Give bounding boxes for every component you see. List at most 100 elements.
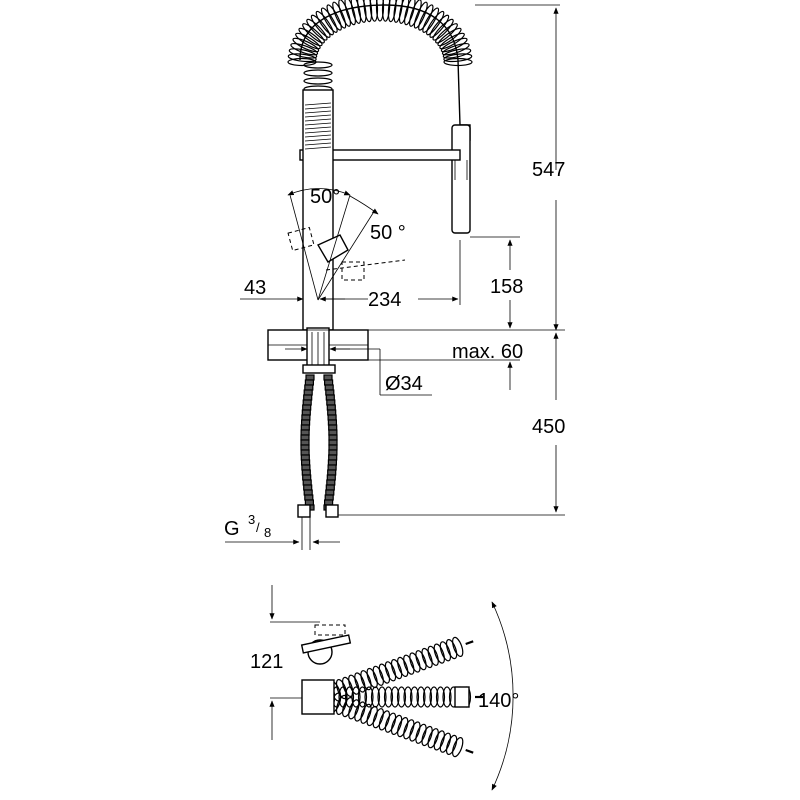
lever-ghost-right — [341, 261, 365, 281]
supply-hoses — [300, 374, 338, 511]
spring-ring — [360, 703, 372, 724]
spring-outline — [299, 4, 471, 141]
coil-ring — [413, 1, 428, 29]
spring-ring — [372, 708, 384, 729]
grip-line — [304, 118, 332, 122]
spring-ring — [421, 647, 433, 669]
grip-line — [304, 126, 332, 130]
hose-segment — [327, 459, 337, 466]
coil-ring — [381, 0, 391, 22]
coil-ring — [426, 10, 445, 36]
coil-ring — [363, 0, 373, 23]
hose-segment — [326, 404, 336, 411]
dim-total-height: 547 — [532, 159, 565, 181]
coil-ring — [429, 14, 450, 38]
spring-ring — [421, 725, 433, 747]
hose-segment — [301, 469, 311, 476]
spring-ring — [384, 661, 397, 682]
spring-ring — [403, 686, 413, 708]
hose-segment — [327, 419, 337, 426]
coil-ring — [306, 18, 328, 41]
thread-denominator: 8 — [264, 525, 271, 540]
angle-lever-right: 50 ° — [370, 222, 406, 244]
hose-segment — [323, 374, 333, 381]
spring-ring — [366, 705, 378, 727]
coil-ring — [310, 14, 331, 38]
coil-ring — [288, 48, 318, 59]
hose-segment — [325, 489, 335, 496]
coil-ring — [432, 18, 454, 41]
spring-ring — [348, 674, 360, 695]
spring-ring — [335, 679, 348, 700]
hose-segment — [325, 389, 335, 396]
hose-segment — [300, 439, 310, 446]
spring-ring — [364, 686, 374, 708]
hose-segment — [300, 444, 310, 451]
hose-segment — [301, 459, 311, 466]
spray-head-end — [465, 640, 474, 646]
spring-ring — [348, 699, 360, 720]
spray-arm — [299, 149, 461, 161]
hose-segment — [326, 479, 336, 486]
coil-ring — [375, 0, 385, 22]
top-view: 121 140° — [250, 585, 519, 791]
coil-ring — [338, 0, 351, 27]
hose-segment — [301, 414, 311, 421]
coil-ring — [290, 43, 319, 56]
hose-segment — [300, 449, 310, 456]
dim-hole-diameter: Ø34 — [385, 373, 423, 395]
coil-ring — [369, 0, 379, 22]
spring-ring — [397, 717, 409, 738]
hose-segment — [304, 379, 314, 386]
spout-position — [323, 636, 474, 704]
hose-segment — [328, 454, 338, 461]
coil-ring — [398, 0, 410, 24]
spring-ring — [422, 686, 433, 708]
angle-swivel: 140° — [478, 690, 519, 712]
coil-ring — [439, 32, 465, 50]
hose-segment — [303, 484, 313, 491]
grip-line — [304, 110, 332, 114]
hose-segment — [325, 484, 335, 491]
spring-ring — [342, 676, 354, 697]
spring-ring — [360, 670, 372, 691]
spring-ring — [390, 659, 403, 680]
spring-ring — [378, 710, 391, 731]
hose-segment — [301, 419, 311, 426]
hose-segment — [300, 454, 310, 461]
dim-max-thickness: max. 60 — [452, 341, 523, 363]
spring-ring — [427, 728, 439, 749]
hose-fitting-left — [297, 504, 311, 518]
spring-ring — [342, 697, 354, 718]
coil-ring — [357, 0, 367, 23]
dim-hose-length: 450 — [532, 416, 565, 438]
spring-ring — [351, 686, 361, 708]
faucet-column — [302, 89, 334, 331]
spring-ring — [366, 667, 378, 689]
spring-ring — [415, 723, 427, 744]
coil-ring — [303, 77, 333, 85]
spring-ring — [354, 672, 366, 693]
grip-line — [304, 138, 332, 142]
svg-text:/: / — [256, 520, 260, 535]
spring-ring — [403, 719, 415, 740]
grip-line — [304, 146, 332, 150]
hose-segment — [328, 424, 338, 431]
spring-ring — [433, 730, 445, 751]
coil-ring — [302, 23, 325, 44]
hose-segment — [324, 494, 334, 501]
hose-segment — [328, 439, 338, 446]
hose-segment — [300, 434, 310, 441]
spring-ring — [445, 639, 458, 660]
coil-ring — [437, 27, 462, 47]
lever-ghost-left — [287, 226, 315, 252]
column-grip — [304, 102, 332, 150]
spring-ring — [445, 734, 458, 755]
grip-line — [304, 122, 332, 126]
hose-segment — [327, 469, 337, 476]
spring-ring — [416, 686, 426, 708]
hose-segment — [327, 464, 337, 471]
grip-line — [304, 114, 332, 118]
lever-handle — [317, 234, 349, 263]
